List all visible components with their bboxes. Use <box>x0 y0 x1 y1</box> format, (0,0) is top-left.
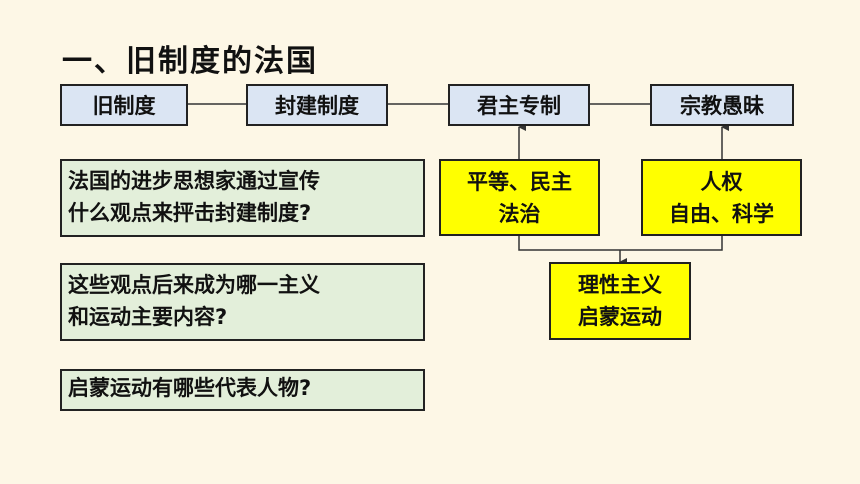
question-box-2: 这些观点后来成为哪一主义 和运动主要内容? <box>60 263 425 341</box>
page-title: 一、旧制度的法国 <box>62 44 318 79</box>
question-2-line1: 这些观点后来成为哪一主义 <box>68 273 320 297</box>
box-absolute-monarchy: 君主专制 <box>448 84 590 126</box>
box-old-regime: 旧制度 <box>60 84 188 126</box>
question-3-line1: 启蒙运动有哪些代表人物? <box>68 376 312 400</box>
box-religious-ignorance: 宗教愚昧 <box>650 84 794 126</box>
question-box-3: 启蒙运动有哪些代表人物? <box>60 369 425 411</box>
ideas-left-line1: 平等、民主 <box>467 169 572 194</box>
question-1-line2: 什么观点来抨击封建制度? <box>68 201 312 225</box>
box-ideas-rights: 人权 自由、科学 <box>641 159 802 236</box>
ideas-right-line2: 自由、科学 <box>669 201 774 226</box>
box-enlightenment: 理性主义 启蒙运动 <box>549 262 691 340</box>
question-2-line2: 和运动主要内容? <box>68 305 228 329</box>
result-line1: 理性主义 <box>578 273 662 297</box>
box-feudal-system: 封建制度 <box>246 84 388 126</box>
box-ideas-equality: 平等、民主 法治 <box>439 159 600 236</box>
merge-line <box>518 235 723 251</box>
question-1-line1: 法国的进步思想家通过宣传 <box>68 169 320 193</box>
ideas-left-line2: 法治 <box>498 201 541 226</box>
result-line2: 启蒙运动 <box>578 305 662 329</box>
question-box-1: 法国的进步思想家通过宣传 什么观点来抨击封建制度? <box>60 159 425 237</box>
ideas-right-line1: 人权 <box>700 169 743 194</box>
